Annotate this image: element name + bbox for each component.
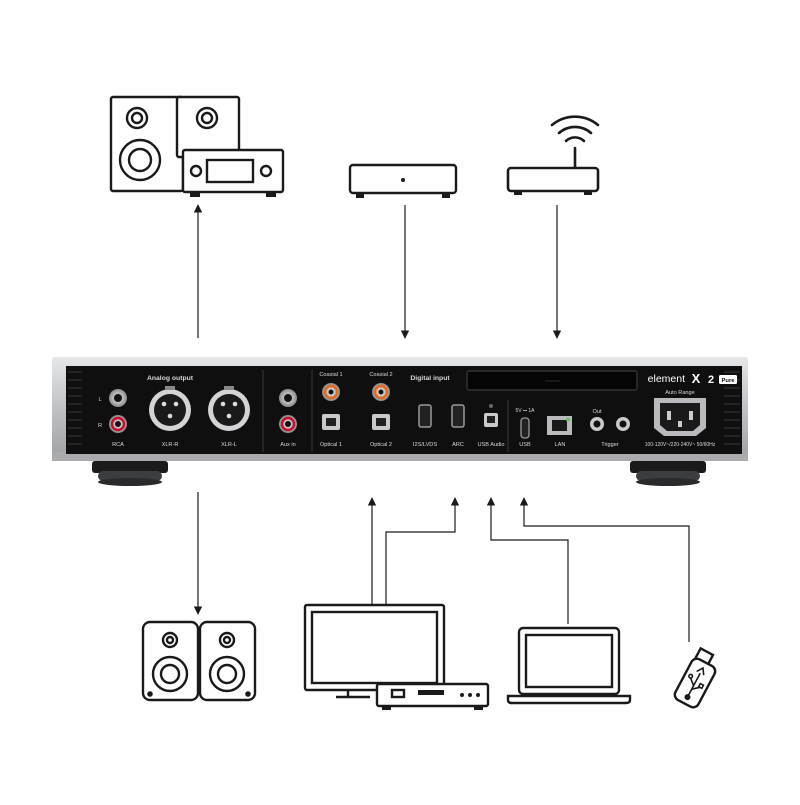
bottom-connection-lines bbox=[193, 492, 690, 642]
analog-output-label: Analog output bbox=[147, 375, 194, 382]
rca-label: RCA bbox=[112, 442, 124, 448]
optical-1-label: Optical 1 bbox=[320, 442, 342, 448]
lan-port bbox=[547, 416, 572, 435]
coaxial-jacks bbox=[322, 383, 390, 401]
auto-range-label: Auto Range bbox=[665, 390, 695, 396]
bookshelf-speakers-icon bbox=[141, 620, 257, 702]
i2s-lvds-label: I2S/LVDS bbox=[413, 442, 437, 448]
brand-model-number: 2 bbox=[708, 374, 714, 386]
xlr-l-label: XLR-L bbox=[221, 442, 237, 448]
laptop-usb-audio-arrow bbox=[486, 497, 569, 624]
optical-2-label: Optical 2 bbox=[370, 442, 392, 448]
out-label: Out bbox=[592, 409, 601, 415]
aux-in-label: Aux in bbox=[280, 442, 296, 448]
hdmi-ports bbox=[418, 404, 465, 428]
power-inlet bbox=[654, 398, 706, 436]
speakers-amplifier-icon bbox=[109, 95, 285, 197]
channel-l-label: L bbox=[98, 397, 101, 403]
digital-input-label: Digital input bbox=[410, 375, 450, 382]
tv-hdmi-arc-arrow bbox=[385, 497, 460, 604]
channel-r-label: R bbox=[98, 423, 102, 429]
aux-in-jacks bbox=[279, 389, 297, 433]
lan-label: LAN bbox=[555, 442, 566, 448]
arc-label: ARC bbox=[452, 442, 464, 448]
usb-c-port bbox=[520, 417, 530, 439]
xlr-r-label: XLR-R bbox=[162, 442, 179, 448]
coaxial-2-label: Coaxial 2 bbox=[369, 372, 392, 378]
optical-jacks bbox=[322, 414, 390, 430]
usb-power-label: 5V ⎓ 1A bbox=[516, 408, 536, 414]
brand-name: element bbox=[648, 373, 685, 385]
set-top-box-icon bbox=[348, 163, 458, 198]
trigger-jacks bbox=[590, 417, 630, 431]
usb-audio-label: USB Audio bbox=[477, 442, 504, 448]
usb-label: USB bbox=[519, 442, 531, 448]
trigger-label: Trigger bbox=[601, 442, 619, 448]
usb-audio-port bbox=[484, 404, 498, 427]
xlr-r-jack bbox=[149, 386, 191, 431]
brand-badge: Pure bbox=[722, 378, 736, 384]
device-feet bbox=[92, 461, 706, 486]
rca-output-jacks bbox=[109, 389, 127, 433]
usb-drive-icon bbox=[673, 646, 717, 709]
tv-with-player-icon bbox=[303, 603, 490, 710]
coaxial-1-label: Coaxial 1 bbox=[319, 372, 342, 378]
power-rating-label: 100-120V~/220-240V~ 50/60Hz bbox=[645, 442, 716, 448]
wifi-router-icon bbox=[506, 115, 600, 195]
xlr-l-jack bbox=[208, 386, 250, 431]
brand-logo: element X 2 Pure bbox=[648, 371, 737, 386]
top-connection-lines bbox=[193, 204, 562, 339]
usb-drive-usb-arrow bbox=[519, 497, 690, 642]
brand-model-mark: X bbox=[692, 371, 701, 386]
streamer-rear-panel: Analog output Digital input L R RCA XLR-… bbox=[52, 357, 748, 461]
laptop-icon bbox=[506, 626, 632, 705]
